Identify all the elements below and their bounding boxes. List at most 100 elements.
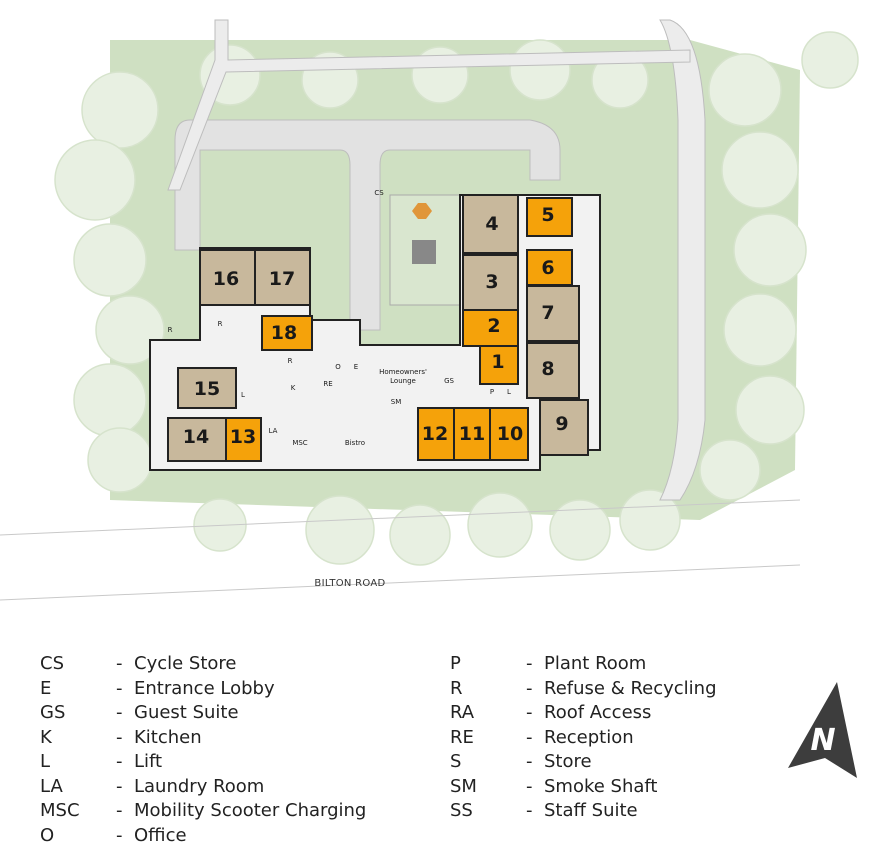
- legend-item: SS-Staff Suite: [450, 799, 717, 824]
- unit-4: [462, 194, 519, 254]
- access-road: [659, 19, 706, 501]
- legend-dash: -: [526, 677, 533, 699]
- tree-canopies: [54, 31, 859, 566]
- unit-2: [462, 309, 519, 347]
- legend-item: LA -Laundry Room: [40, 775, 366, 800]
- room-r2: R: [218, 320, 223, 328]
- legend-abbr: GS: [40, 702, 66, 723]
- unit-label-7: 7: [541, 302, 554, 324]
- legend-desc: Cycle Store: [134, 653, 237, 674]
- unit-label-17: 17: [269, 268, 295, 290]
- legend-desc: Plant Room: [544, 653, 647, 674]
- north-arrow-shape: [788, 682, 857, 778]
- gazebo-icon: [412, 203, 432, 219]
- unit-label-4: 4: [485, 213, 498, 235]
- legend-item: GS -Guest Suite: [40, 701, 366, 726]
- road-label: BILTON ROAD: [314, 578, 385, 589]
- unit-7: [526, 285, 580, 342]
- legend-dash: -: [526, 800, 533, 821]
- unit-label-6: 6: [541, 257, 554, 279]
- legend-item: P-Plant Room: [450, 652, 717, 677]
- unit-label-18: 18: [271, 322, 297, 344]
- driveway: [174, 119, 561, 331]
- unit-13: [225, 417, 262, 462]
- legend-item: SM -Smoke Shaft: [450, 775, 717, 800]
- site-plan-map: 4 3 7 8 9 16 17 15 14 5 6 2 1 18 13 12 1…: [0, 19, 859, 601]
- legend-item: R-Refuse & Recycling: [450, 677, 717, 702]
- room-l1: L: [241, 391, 245, 399]
- legend-right: P-Plant Room R-Refuse & Recycling RA-Roo…: [450, 652, 717, 824]
- bilton-road-edge-lower: [0, 564, 801, 601]
- north-letter: N: [810, 723, 835, 758]
- legend-abbr: P: [450, 653, 461, 674]
- legend-desc: Kitchen: [134, 726, 202, 748]
- legend-abbr: SM: [450, 775, 477, 797]
- legend-dash: -: [116, 726, 123, 748]
- legend-item: MSC-Mobility Scooter Charging: [40, 799, 366, 824]
- room-sm: SM: [391, 398, 401, 406]
- north-arrow-icon: N: [788, 682, 857, 778]
- unit-6: [526, 249, 573, 286]
- tan-units: [167, 194, 589, 462]
- legend-abbr: S: [450, 751, 462, 772]
- legend-desc: Store: [544, 751, 592, 772]
- room-homeowners-lounge-2: Lounge: [390, 377, 416, 385]
- unit-label-8: 8: [541, 358, 554, 380]
- unit-label-12: 12: [422, 423, 448, 445]
- legend-abbr: RA: [450, 702, 475, 723]
- legend-desc: Staff Suite: [544, 800, 638, 821]
- legend-item: O -Office: [40, 824, 366, 849]
- unit-1: [479, 345, 519, 385]
- legend-dash: -: [116, 824, 123, 846]
- legend-item: RE-Reception: [450, 726, 717, 751]
- legend-dash: -: [526, 775, 533, 797]
- legend-dash: -: [116, 702, 123, 723]
- room-re: RE: [323, 380, 332, 388]
- legend-item: RA -Roof Access: [450, 701, 717, 726]
- legend-dash: -: [116, 677, 123, 699]
- legend-abbr: K: [40, 726, 52, 748]
- legend-desc: Lift: [134, 751, 163, 772]
- legend-item: CS-Cycle Store: [40, 652, 366, 677]
- unit-label-16: 16: [213, 268, 239, 290]
- chess-board: [412, 240, 436, 264]
- legend-desc: Office: [134, 824, 187, 846]
- legend-dash: -: [526, 702, 533, 723]
- unit-label-14: 14: [183, 426, 209, 448]
- legend-abbr: O: [40, 824, 55, 846]
- legend-abbr: MSC: [40, 800, 80, 821]
- legend-dash: -: [526, 751, 533, 772]
- legend-desc: Guest Suite: [134, 702, 239, 723]
- unit-label-15: 15: [194, 378, 220, 400]
- legend-item: E -Entrance Lobby: [40, 677, 366, 702]
- footpath: [167, 19, 691, 191]
- room-msc: MSC: [292, 439, 307, 447]
- legend-abbr: L: [40, 751, 51, 772]
- unit-label-2: 2: [487, 315, 500, 337]
- room-homeowners-lounge-1: Homeowners': [379, 368, 427, 376]
- legend-desc: Reception: [544, 726, 634, 748]
- unit-8: [526, 342, 580, 399]
- legend-desc: Laundry Room: [134, 775, 265, 797]
- unit-label-9: 9: [555, 413, 568, 435]
- legend-abbr: E: [40, 677, 52, 699]
- unit-10: [489, 407, 529, 461]
- legend-abbr: RE: [450, 726, 474, 748]
- legend-desc: Smoke Shaft: [544, 775, 658, 797]
- unit-label-5: 5: [541, 204, 554, 226]
- legend-desc: Roof Access: [544, 702, 652, 723]
- unit-9: [539, 399, 589, 456]
- unit-label-10: 10: [497, 423, 523, 445]
- unit-15: [177, 367, 237, 409]
- legend-desc: Mobility Scooter Charging: [134, 800, 367, 821]
- room-la: LA: [269, 427, 278, 435]
- legend-dash: -: [116, 775, 123, 797]
- unit-label-3: 3: [485, 271, 498, 293]
- room-r1: R: [168, 326, 173, 334]
- legend-desc: Entrance Lobby: [134, 677, 275, 699]
- unit-5: [526, 197, 573, 237]
- unit-label-13: 13: [230, 426, 256, 448]
- unit-label-11: 11: [459, 423, 485, 445]
- legend-abbr: LA: [40, 775, 63, 797]
- room-k: K: [291, 384, 296, 392]
